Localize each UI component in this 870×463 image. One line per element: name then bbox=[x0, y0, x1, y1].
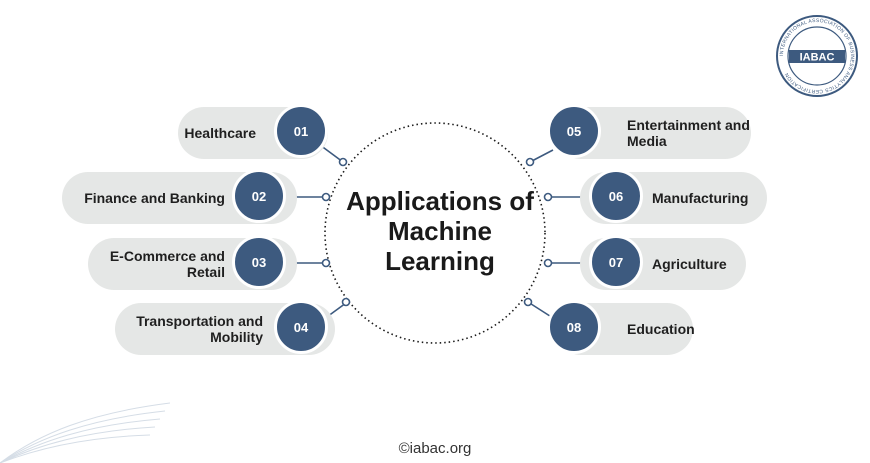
application-label: Education bbox=[627, 321, 695, 337]
application-label: E-Commerce and Retail bbox=[109, 248, 225, 280]
application-label: Healthcare bbox=[184, 125, 256, 141]
footer-credit: ©iabac.org bbox=[398, 440, 472, 457]
application-label: Agriculture bbox=[652, 256, 727, 272]
connector-dot bbox=[341, 297, 351, 307]
connector-dot bbox=[543, 258, 553, 268]
diagram-title: Applications of Machine Learning bbox=[346, 186, 534, 276]
application-number: 06 bbox=[589, 169, 643, 223]
connector-dot bbox=[321, 192, 331, 202]
application-label: Transportation and Mobility bbox=[136, 313, 263, 345]
application-number: 01 bbox=[274, 104, 328, 158]
logo-text: IABAC bbox=[800, 52, 835, 64]
application-label: Entertainment and Media bbox=[627, 117, 750, 149]
connector-dot bbox=[543, 192, 553, 202]
iabac-logo: INTERNATIONAL ASSOCIATION OF BUSINESS AN… bbox=[776, 15, 858, 97]
application-number: 03 bbox=[232, 235, 286, 289]
connector-dot bbox=[523, 297, 533, 307]
application-label: Manufacturing bbox=[652, 190, 749, 206]
decorative-wave-lines bbox=[0, 402, 170, 463]
center-dotted-circle bbox=[324, 122, 546, 344]
application-number: 02 bbox=[232, 169, 286, 223]
application-label: Finance and Banking bbox=[84, 190, 225, 206]
connector-dot bbox=[525, 157, 535, 167]
application-number: 05 bbox=[547, 104, 601, 158]
connector-dot bbox=[338, 157, 348, 167]
connector-dot bbox=[321, 258, 331, 268]
application-number: 08 bbox=[547, 300, 601, 354]
application-number: 04 bbox=[274, 300, 328, 354]
application-number: 07 bbox=[589, 235, 643, 289]
